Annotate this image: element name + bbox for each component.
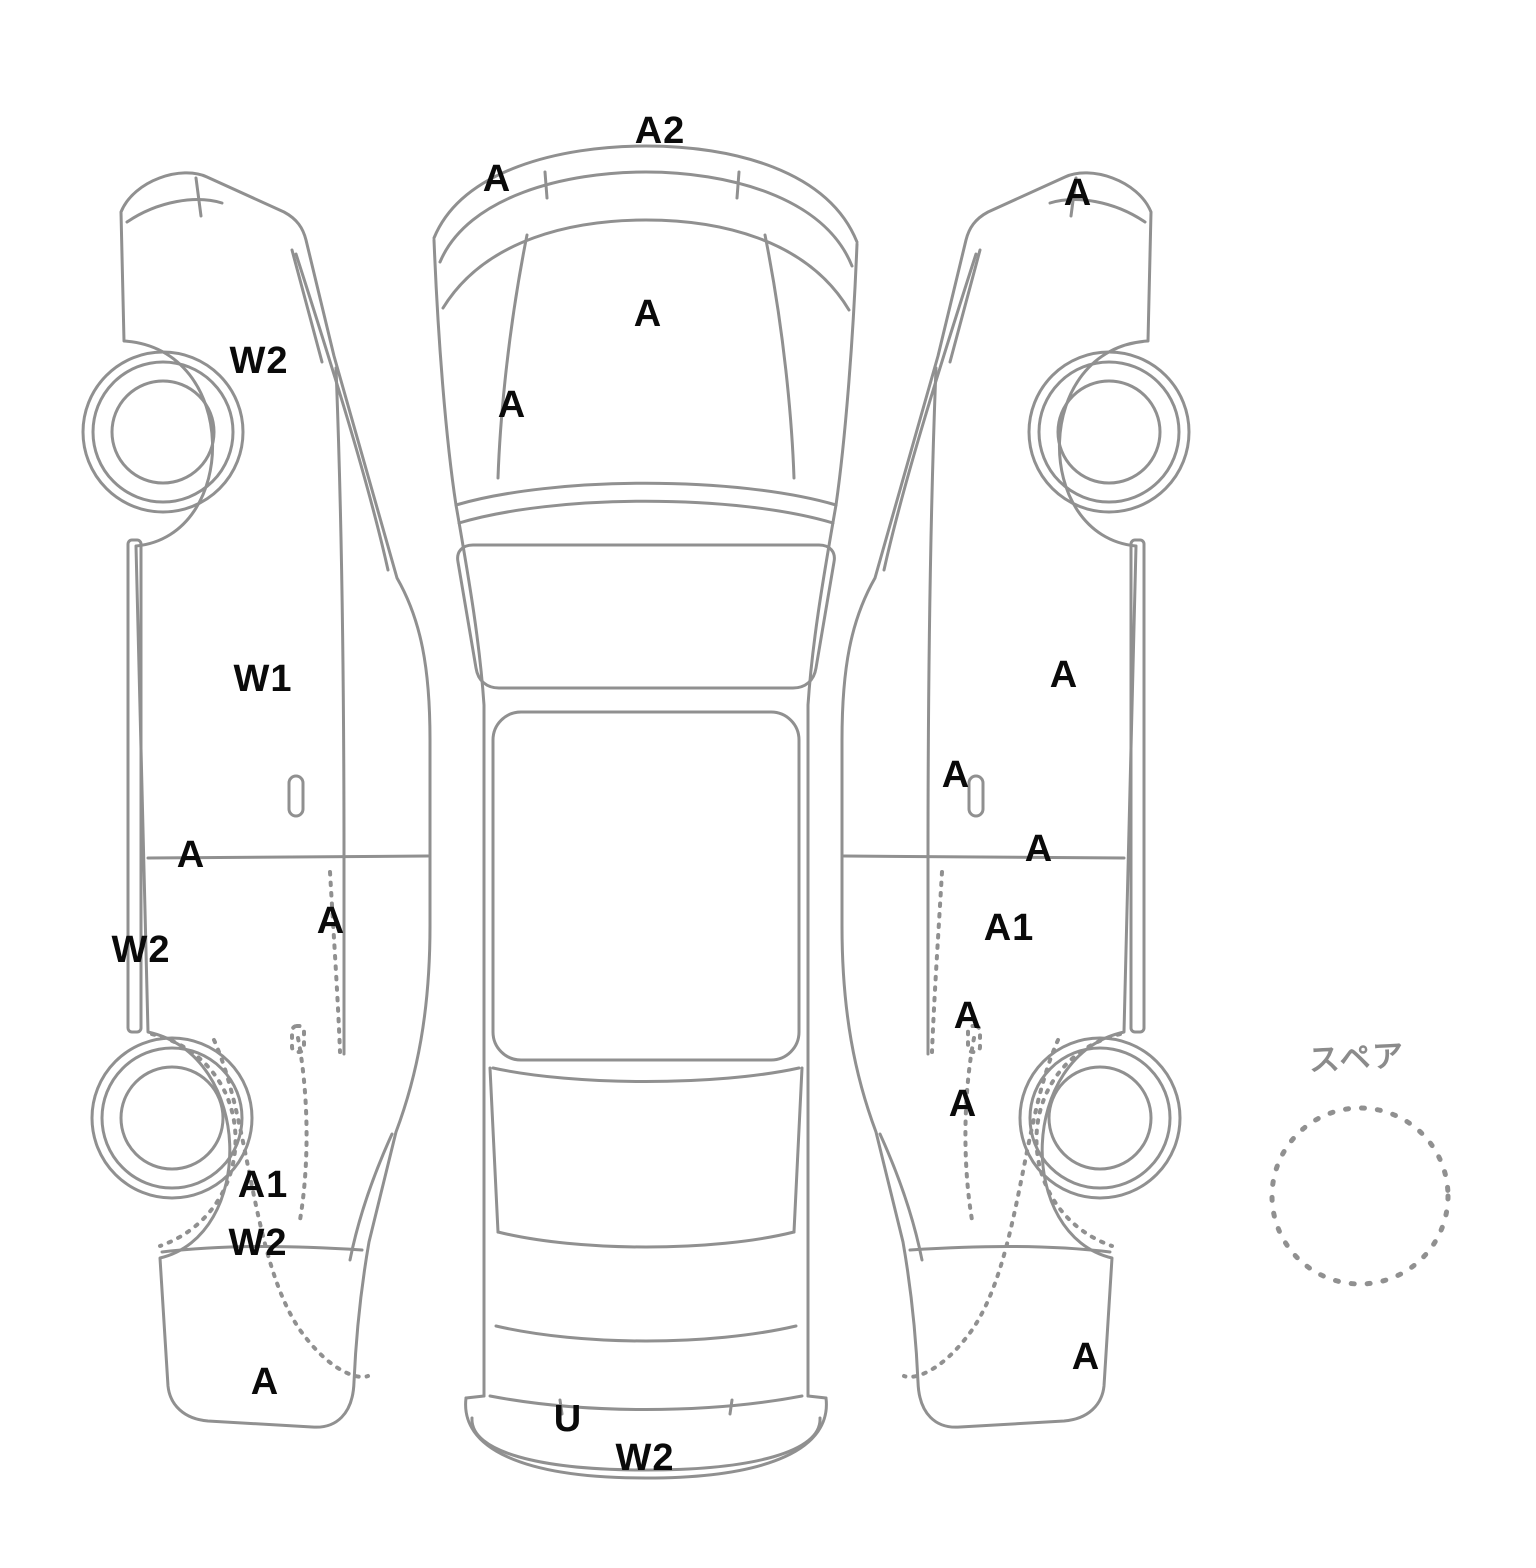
damage-mark-a-left-b-pillar: A (316, 900, 346, 942)
damage-mark-a-left-rear-bumper: A (250, 1361, 280, 1403)
damage-mark-w1-left-front-door: W1 (233, 658, 293, 700)
damage-mark-a-right-door-gap: A (1024, 828, 1054, 870)
damage-mark-u-rear-panel: U (553, 1398, 583, 1440)
damage-mark-a-right-rear-lower: A (953, 995, 983, 1037)
damage-mark-w2-rear-bumper: W2 (615, 1437, 675, 1479)
damage-mark-a-hood-left: A (497, 384, 527, 426)
damage-mark-a-right-door-handle: A (941, 754, 971, 796)
damage-mark-a2-front-bumper: A2 (634, 110, 686, 152)
car-right-side-view (840, 170, 1191, 1430)
car-top-view (432, 144, 859, 1480)
damage-mark-w2-left-front-fender: W2 (229, 340, 289, 382)
damage-mark-a-right-front: A (1063, 172, 1093, 214)
damage-mark-a-right-rear-bumper: A (1071, 1336, 1101, 1378)
damage-mark-a1-left-rear-wheel: A1 (237, 1164, 289, 1206)
damage-mark-a1-right-rear-door: A1 (983, 907, 1035, 949)
spare-tire-outline (1269, 1105, 1451, 1287)
damage-mark-a-front-left: A (482, 158, 512, 200)
damage-mark-a-left-door-gap: A (176, 834, 206, 876)
damage-mark-w2-left-rocker: W2 (111, 929, 171, 971)
spare-tire-label: スペア (1307, 1037, 1407, 1079)
damage-mark-a-right-front-door: A (1049, 654, 1079, 696)
damage-mark-a-right-rear-arch: A (948, 1083, 978, 1125)
damage-mark-a-hood-center: A (633, 293, 663, 335)
damage-mark-w2-left-rear-fender: W2 (228, 1222, 288, 1264)
